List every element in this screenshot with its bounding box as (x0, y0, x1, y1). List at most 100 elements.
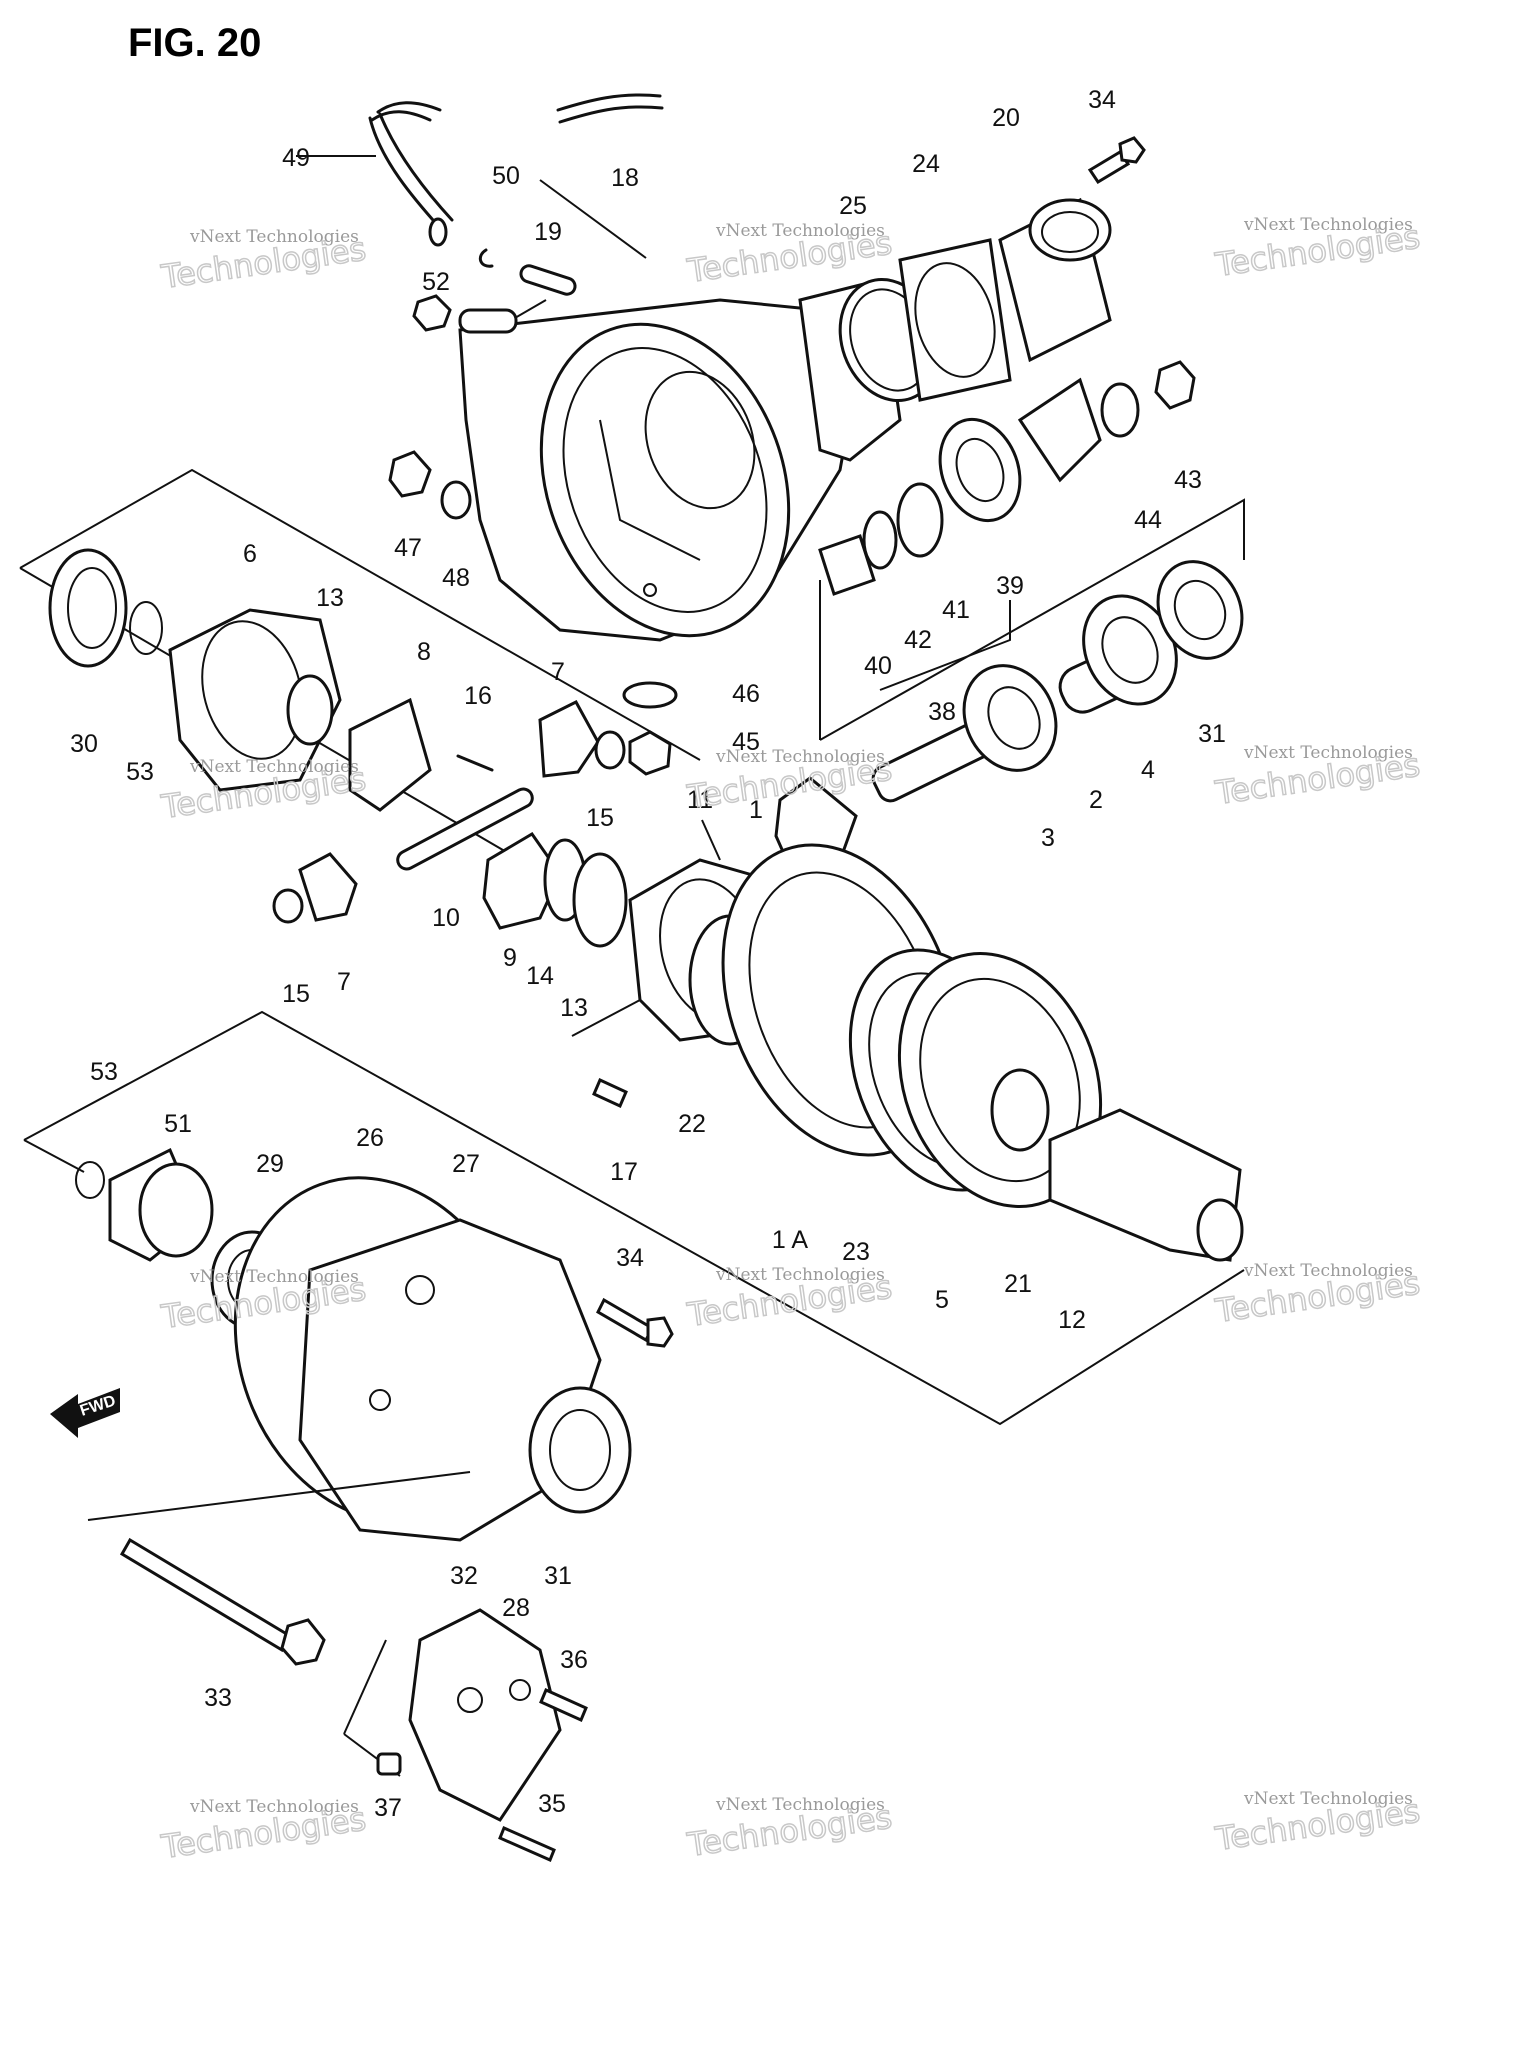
plug-47 (388, 450, 432, 498)
side-gear-8 (348, 697, 432, 812)
watermark-line1: vNext Technologies (1243, 1261, 1413, 1281)
hose-clip (478, 248, 494, 268)
callout-28: 28 (502, 1594, 530, 1622)
bearing-39 (938, 417, 1022, 523)
washer-44 (1100, 382, 1140, 438)
callout-49: 49 (282, 144, 310, 172)
watermark-line1: vNext Technologies (715, 1795, 885, 1815)
oil-seal-51 (108, 1147, 214, 1262)
watermark-line1: vNext Technologies (189, 757, 359, 777)
callout-40: 40 (864, 652, 892, 680)
callout-45: 45 (732, 728, 760, 756)
washer-46 (622, 681, 678, 709)
figure-title: FIG. 20 (128, 21, 261, 65)
thrust-washer-13 (286, 674, 334, 746)
bolt-34-top (1087, 149, 1131, 185)
callout-41: 41 (942, 596, 970, 624)
bracket-32 (343, 1639, 387, 1735)
shim-42 (862, 510, 898, 570)
bolt-36 (539, 1687, 588, 1723)
watermark-line1: vNext Technologies (715, 1265, 885, 1285)
bolt-17 (592, 1077, 628, 1109)
lock-pin-16 (456, 754, 494, 772)
callout-5: 5 (935, 1286, 949, 1314)
callout-12: 12 (1058, 1306, 1086, 1334)
washer-13-lower (572, 852, 628, 948)
callout-19: 19 (534, 218, 562, 246)
callout-29: 29 (256, 1150, 284, 1178)
bracket-17 (571, 999, 641, 1037)
callout-20: 20 (992, 104, 1020, 132)
callout-3: 3 (1041, 824, 1055, 852)
long-bolt-33-head (280, 1618, 326, 1666)
callout-46: 46 (732, 680, 760, 708)
spacer-40 (818, 534, 876, 596)
callout-47: 47 (394, 534, 422, 562)
callout-1: 1 (749, 796, 763, 824)
output-shaft-12 (1048, 1108, 1244, 1262)
bearing-31-upper (1156, 560, 1244, 660)
plug-45 (628, 730, 672, 776)
bracket-38-mid (879, 600, 1011, 691)
pinion-gear-7-lower (298, 852, 358, 922)
callout-53b: 53 (90, 1058, 118, 1086)
shim-41 (896, 482, 944, 558)
side-gear-9 (482, 832, 562, 930)
watermark-line1: vNext Technologies (1243, 215, 1413, 235)
callout-17: 17 (610, 1158, 638, 1186)
callout-42: 42 (904, 626, 932, 654)
callout-36: 36 (560, 1646, 588, 1674)
pinion-retainer (998, 197, 1112, 363)
hose-end (428, 217, 448, 247)
forward-arrow-icon: FWD (50, 1388, 120, 1438)
callout-27: 27 (452, 1150, 480, 1178)
callout-25: 25 (839, 192, 867, 220)
flange (1017, 377, 1102, 483)
callout-53a: 53 (126, 758, 154, 786)
callout-24: 24 (912, 150, 940, 178)
snap-ring-53-lower (75, 1161, 105, 1199)
bracket-rear-cover (23, 1010, 1245, 1426)
bearing-30 (48, 548, 128, 668)
breather-hose (368, 93, 664, 230)
callout-7a: 7 (551, 658, 565, 686)
callout-32: 32 (450, 1562, 478, 1590)
callout-37: 37 (374, 1794, 402, 1822)
bracket-38 (819, 498, 1245, 741)
dowel-37 (376, 1752, 402, 1776)
callout-35: 35 (538, 1790, 566, 1818)
cover-plate-28 (408, 1608, 562, 1822)
callout-7b: 7 (337, 968, 351, 996)
bolt-35 (498, 1826, 556, 1862)
rear-cover-27 (298, 1218, 632, 1542)
bolt-34-lower-head (646, 1316, 674, 1348)
watermark-line1: vNext Technologies (1243, 1789, 1413, 1809)
bearing-inner-21 (990, 1068, 1050, 1152)
callout-39: 39 (996, 572, 1024, 600)
vent-pipe (519, 264, 577, 296)
callout-38: 38 (928, 698, 956, 726)
callout-30: 30 (70, 730, 98, 758)
callout-1A: 1 A (772, 1226, 808, 1254)
callout-21: 21 (1004, 1270, 1032, 1298)
watermark-line1: vNext Technologies (189, 1267, 359, 1287)
callout-23: 23 (842, 1238, 870, 1266)
callout-31a: 31 (1198, 720, 1226, 748)
washer-15-lower (272, 888, 304, 924)
callout-34b: 34 (616, 1244, 644, 1272)
long-bolt-33 (119, 1537, 293, 1653)
callout-33: 33 (204, 1684, 232, 1712)
watermark-line1: vNext Technologies (715, 747, 885, 767)
snap-ring-53 (129, 601, 163, 655)
callout-14: 14 (526, 962, 554, 990)
watermark-line1: vNext Technologies (715, 221, 885, 241)
callout-2: 2 (1089, 786, 1103, 814)
callout-15a: 15 (586, 804, 614, 832)
differential-carrier-housing (458, 278, 902, 642)
callout-44: 44 (1134, 506, 1162, 534)
pinion-gear-7 (538, 700, 600, 778)
nut-43 (1154, 360, 1196, 410)
callout-13a: 13 (316, 584, 344, 612)
callout-31b: 31 (544, 1562, 572, 1590)
